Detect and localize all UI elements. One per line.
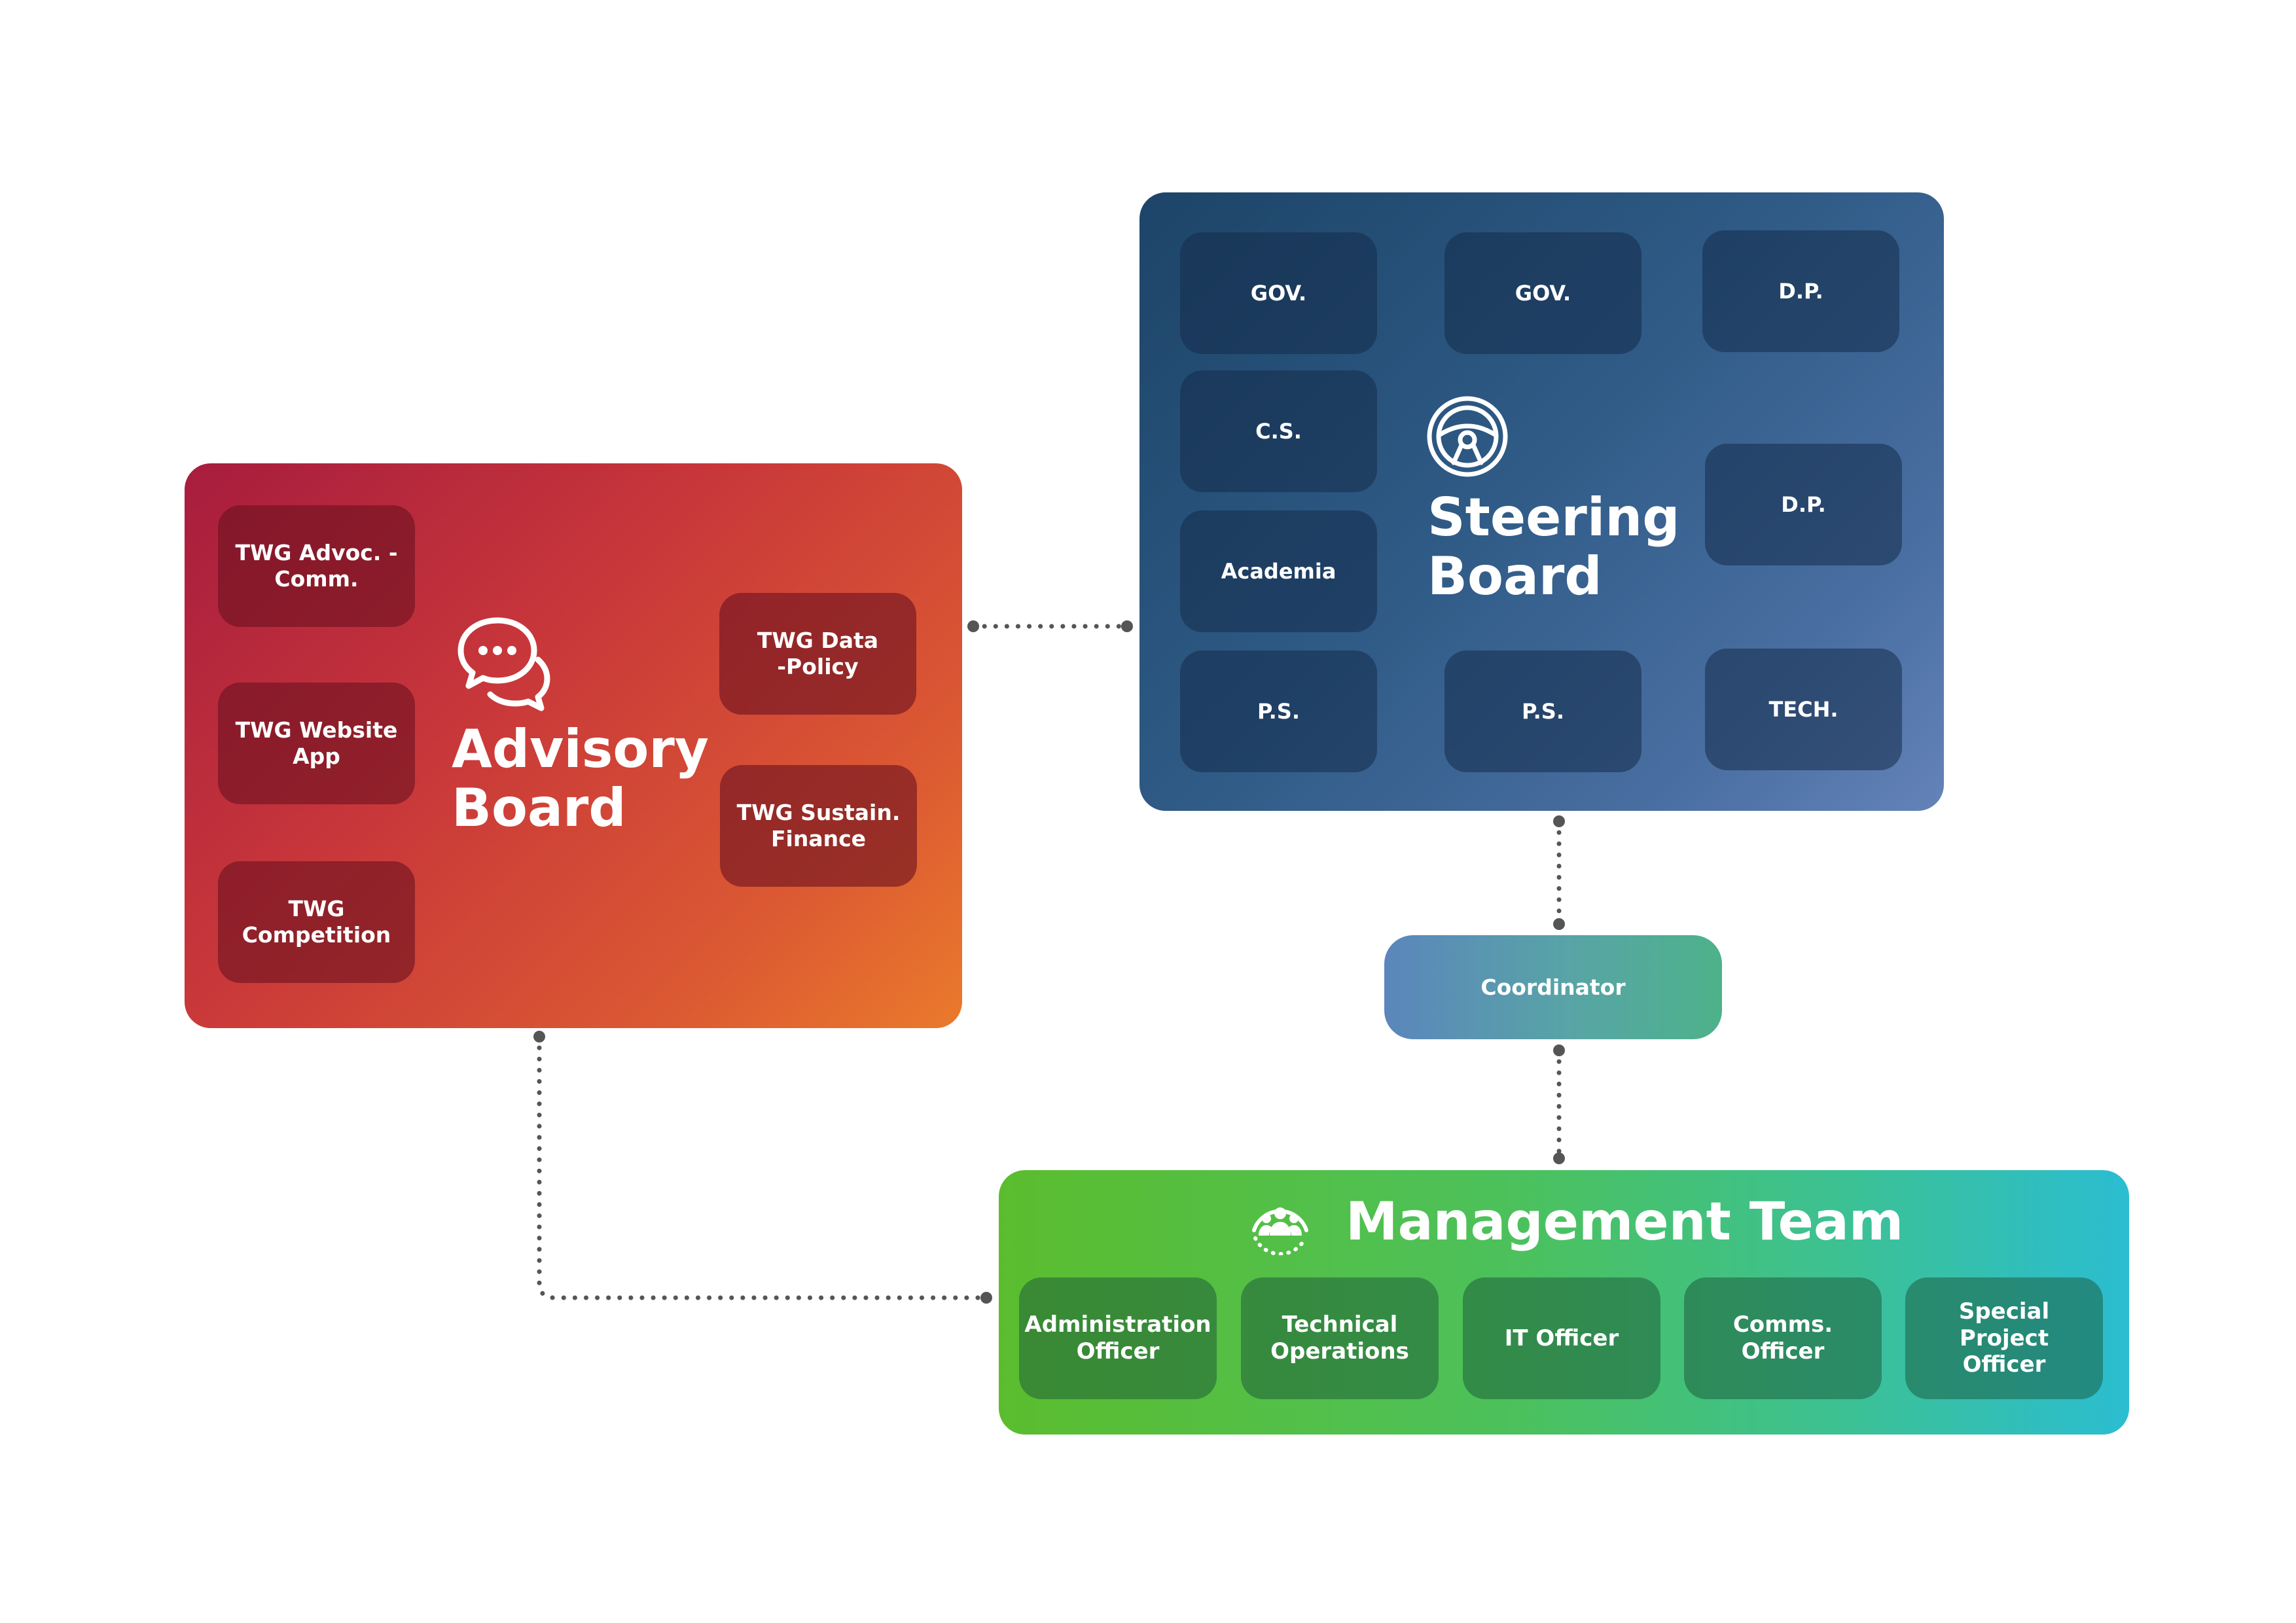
- advisory-item: TWG Advoc. - Comm.: [218, 505, 415, 627]
- steering-item: C.S.: [1180, 370, 1377, 492]
- advisory-item: TWG Competition: [218, 861, 415, 983]
- connector-dot: [1553, 918, 1565, 930]
- steering-board-panel: GOV. GOV. D.P. C.S. D.P. Academia P.S. P…: [1139, 192, 1944, 811]
- management-item: Administration Officer: [1019, 1277, 1217, 1399]
- steering-item: D.P.: [1705, 444, 1902, 565]
- steering-item: GOV.: [1180, 232, 1377, 354]
- advisory-item: TWG Data -Policy: [719, 593, 916, 715]
- connector-dot: [1553, 1152, 1565, 1164]
- steering-item: GOV.: [1444, 232, 1641, 354]
- management-team-panel: Management Team Administration Officer T…: [999, 1170, 2129, 1435]
- steering-item: TECH.: [1705, 649, 1902, 770]
- connector-dot: [533, 1031, 545, 1043]
- management-item: Technical Operations: [1241, 1277, 1439, 1399]
- team-group-icon: [1252, 1207, 1308, 1255]
- connector-dot: [967, 620, 979, 632]
- connector-dot: [1553, 815, 1565, 827]
- connector-dot: [980, 1292, 992, 1304]
- steering-board-title: Steering Board: [1427, 487, 1680, 607]
- steering-item: P.S.: [1444, 651, 1641, 772]
- coordinator-label: Coordinator: [1480, 974, 1626, 1000]
- coordinator-box: Coordinator: [1384, 935, 1722, 1039]
- connector-dot: [1553, 1044, 1565, 1056]
- chat-bubbles-icon: [457, 617, 550, 711]
- steering-item: Academia: [1180, 510, 1377, 632]
- advisory-board-title: Advisory Board: [452, 719, 709, 838]
- advisory-board-panel: TWG Advoc. - Comm. TWG Website App TWG C…: [185, 463, 962, 1028]
- advisory-item: TWG Website App: [218, 683, 415, 804]
- connector-dot: [1121, 620, 1133, 632]
- management-item: Special Project Officer: [1905, 1277, 2103, 1399]
- steering-item: D.P.: [1702, 230, 1899, 352]
- steering-item: P.S.: [1180, 651, 1377, 772]
- management-item: Comms. Officer: [1684, 1277, 1882, 1399]
- steering-wheel-icon: [1427, 396, 1508, 477]
- advisory-item: TWG Sustain. Finance: [720, 765, 917, 887]
- management-item: IT Officer: [1463, 1277, 1660, 1399]
- connector-advisory-management: [537, 1034, 989, 1300]
- management-team-title: Management Team: [1346, 1191, 1904, 1252]
